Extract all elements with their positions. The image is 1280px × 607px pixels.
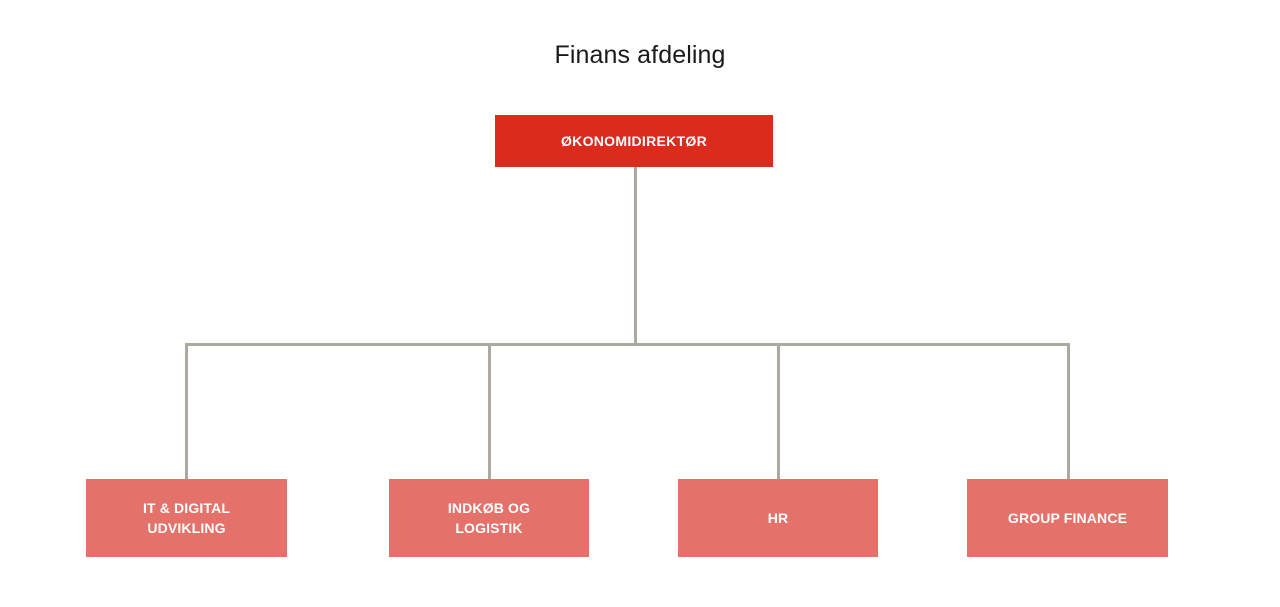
org-node-root-label: ØKONOMIDIREKTØR [560, 132, 708, 149]
connector-bus [185, 343, 1070, 346]
connector-drop-it-digital-udvikling [185, 343, 188, 479]
org-node-it-digital-udvikling-label: IT & DIGITAL UDVIKLING [142, 499, 231, 536]
org-node-hr[interactable]: HR [678, 479, 878, 557]
org-node-group-finance[interactable]: GROUP FINANCE [967, 479, 1168, 557]
connector-drop-group-finance [1067, 343, 1070, 479]
org-node-root[interactable]: ØKONOMIDIREKTØR [495, 115, 773, 167]
org-node-hr-label: HR [767, 509, 789, 526]
connector-drop-hr [777, 343, 780, 479]
org-node-indkob-og-logistik[interactable]: INDKØB OG LOGISTIK [389, 479, 589, 557]
org-node-indkob-og-logistik-label: INDKØB OG LOGISTIK [447, 499, 531, 536]
org-node-it-digital-udvikling[interactable]: IT & DIGITAL UDVIKLING [86, 479, 287, 557]
org-node-group-finance-label: GROUP FINANCE [1007, 509, 1128, 526]
page-title: Finans afdeling [554, 41, 726, 69]
connector-trunk-root [634, 167, 637, 345]
connector-drop-indkob-og-logistik [488, 343, 491, 479]
